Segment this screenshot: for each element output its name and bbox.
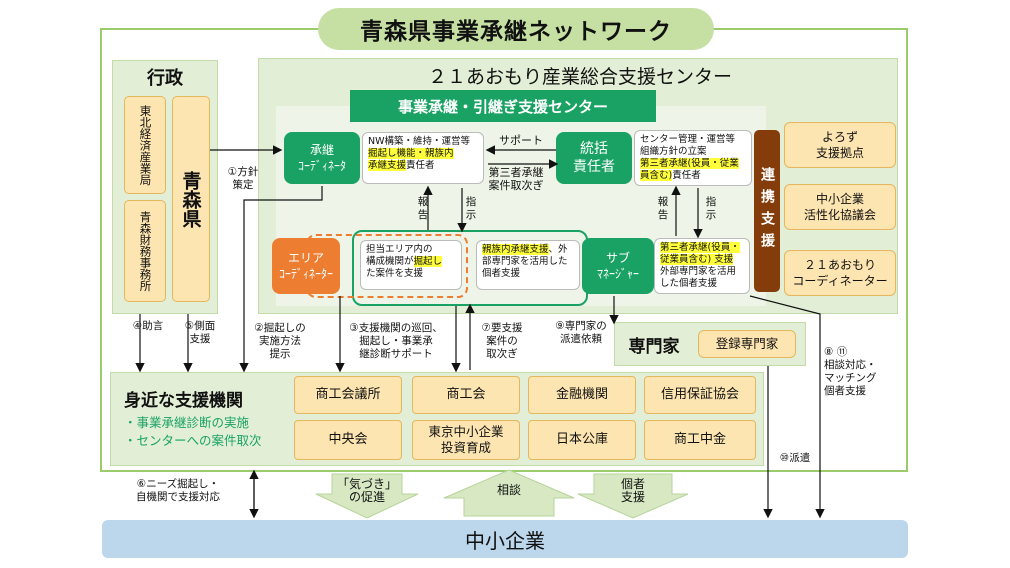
succession-center-title: 事業承継・引継ぎ支援センター bbox=[350, 90, 656, 122]
org-credit-guarantee: 信用保証協会 bbox=[644, 376, 756, 414]
government-title: 行政 bbox=[147, 68, 183, 89]
local-support-title: 身近な支援機関 bbox=[124, 391, 243, 411]
general-manager-desc: センター管理・運営等 組織方針の立案 第三者承継(役員・従業員含む)責任者 bbox=[634, 130, 752, 186]
desc-line: NW構築・維持・運営等 bbox=[368, 136, 471, 147]
highlight-text: 掘起し bbox=[413, 256, 443, 267]
area-coordinator-desc: 担当エリア内の 構成機関が掘起し た案件を支援 bbox=[360, 240, 462, 290]
page-title: 青森県事業承継ネットワーク bbox=[318, 8, 714, 50]
org-central-association: 中央会 bbox=[294, 420, 402, 460]
desc-line: センター管理・運営等 bbox=[640, 134, 736, 145]
third-party-intake-label: 第三者承継 案件取次ぎ bbox=[488, 166, 544, 192]
expert-title: 専門家 bbox=[628, 336, 680, 357]
label-dispatch: ⑩派遣 bbox=[779, 452, 811, 464]
report-label-left: 報 告 bbox=[417, 196, 429, 221]
label-consultation-arrow: 相談 bbox=[496, 483, 521, 497]
org-shoko-chukin: 商工中金 bbox=[644, 420, 756, 460]
label-expert-request: ⑨専門家の 派遣依頼 bbox=[555, 320, 607, 345]
desc-line: た案件を支援 bbox=[366, 268, 424, 279]
desc-line: 責任者 bbox=[672, 170, 701, 181]
area-coordinator-box: エリア ｺｰﾃﾞｨﾈｰﾀｰ bbox=[272, 238, 340, 294]
highlight-text: 掘起し機能・親族内 bbox=[368, 148, 454, 159]
partner-revitalization: 中小企業 活性化協議会 bbox=[784, 184, 896, 230]
label-needs: ⑥ニーズ掘起し・ 自機関で支援対応 bbox=[136, 478, 220, 503]
label-consultation: ⑧ ⑪ 相談対応・ マッチング 個者支援 bbox=[824, 346, 877, 397]
family-succession-desc: 親族内承継支援、外部専門家を活用した個者支援 bbox=[476, 240, 580, 290]
label-digging-method: ②掘起しの 実施方法 提示 bbox=[254, 322, 306, 360]
label-policy: ①方針 策定 bbox=[227, 166, 259, 191]
general-manager-box: 統括 責任者 bbox=[556, 132, 632, 184]
partner-aomori-coordinator: ２１あおもり コーディネーター bbox=[784, 250, 896, 296]
org-tokyo-sme-investment: 東京中小企業 投資育成 bbox=[412, 420, 520, 460]
succession-coordinator-box: 承継 ｺｰﾃﾞｨﾈｰﾀ bbox=[284, 132, 360, 184]
label-side-support: ⑤側面 支援 bbox=[184, 320, 216, 345]
desc-line: 担当エリア内の bbox=[366, 244, 433, 255]
instruct-label-left: 指 示 bbox=[465, 196, 477, 221]
local-support-bullet-2: ・センターへの案件取次 bbox=[124, 433, 262, 448]
tohoku-bureau-box: 東北経済産業局 bbox=[124, 96, 166, 194]
desc-line: 責任者 bbox=[406, 160, 435, 171]
report-label-right: 報 告 bbox=[657, 196, 669, 221]
sme-bar: 中小企業 bbox=[102, 520, 908, 558]
desc-line: 、 bbox=[548, 244, 559, 255]
aomori-prefecture-box: 青森県 bbox=[172, 96, 210, 302]
local-support-bullet-1: ・事業承継診断の実施 bbox=[124, 415, 250, 430]
label-awareness: 「気づき」 の促進 bbox=[336, 477, 397, 504]
registered-expert-box: 登録専門家 bbox=[698, 330, 796, 358]
sub-manager-box: サブ ﾏﾈｰｼﾞｬｰ bbox=[582, 238, 654, 294]
org-japan-finance-corp: 日本公庫 bbox=[528, 420, 636, 460]
support-center-title: ２１あおもり産業総合支援センター bbox=[427, 65, 732, 88]
label-case-intake: ⑦要支援 案件の 取次ぎ bbox=[481, 322, 523, 360]
label-advice: ④助言 bbox=[132, 320, 164, 332]
collaboration-support-bar: 連携支援 bbox=[754, 130, 780, 292]
label-individual-support: 個者 支援 bbox=[620, 477, 645, 504]
highlight-text: 親族内承継支援 bbox=[482, 244, 549, 255]
support-label: サポート bbox=[499, 134, 543, 147]
instruct-label-right: 指 示 bbox=[705, 196, 717, 221]
highlight-text: 第三者承継(役員・従業員含む) 支援 bbox=[660, 242, 740, 265]
org-financial-institutions: 金融機関 bbox=[528, 376, 636, 414]
org-chamber-of-commerce: 商工会議所 bbox=[294, 376, 402, 414]
desc-line: 外部専門家を活用した個者支援 bbox=[660, 266, 737, 289]
partner-yorozu: よろず 支援拠点 bbox=[784, 122, 896, 168]
desc-line: 構成機関が bbox=[366, 256, 414, 267]
aomori-finance-box: 青森財務事務所 bbox=[124, 200, 166, 302]
label-patrol-support: ③支援機関の巡回、 掘起し・事業承 継診断サポート bbox=[349, 322, 443, 360]
succession-coordinator-desc: NW構築・維持・運営等 掘起し機能・親族内 承継支援責任者 bbox=[362, 132, 484, 184]
highlight-text: 承継支援 bbox=[368, 160, 407, 171]
sub-manager-desc: 第三者承継(役員・従業員含む) 支援 外部専門家を活用した個者支援 bbox=[654, 238, 750, 294]
desc-line: 外部専門家を活用した個者支援 bbox=[482, 244, 568, 279]
org-commerce-association: 商工会 bbox=[412, 376, 520, 414]
desc-line: 組織方針の立案 bbox=[640, 146, 707, 157]
